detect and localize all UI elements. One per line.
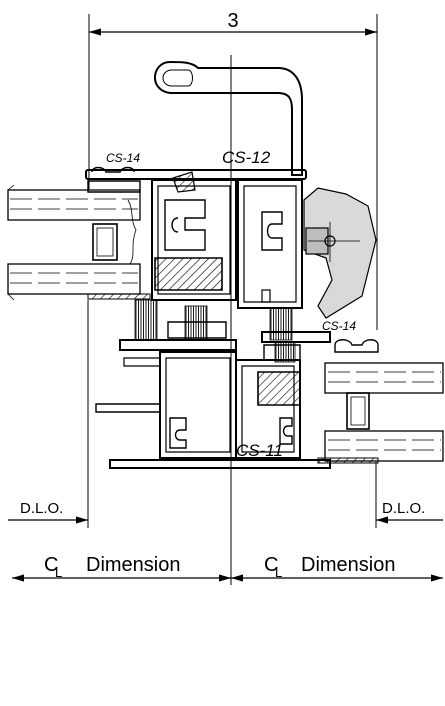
dlo-right-label: D.L.O. bbox=[382, 500, 425, 517]
cl-left-word: Dimension bbox=[86, 554, 180, 576]
right-glass-unit bbox=[324, 362, 444, 462]
left-sill-strip bbox=[87, 293, 151, 300]
cl-right-c: C bbox=[264, 554, 278, 576]
top-dimension-label: 3 bbox=[227, 10, 238, 32]
dlo-left-label: D.L.O. bbox=[20, 500, 63, 517]
cl-right-l: L bbox=[275, 565, 282, 580]
profile-label-cs14-left: CS-14 bbox=[106, 151, 140, 165]
lock-hardware bbox=[303, 187, 377, 319]
cl-left-l: L bbox=[55, 565, 62, 580]
profile-label-cs11: CS-11 bbox=[236, 441, 283, 460]
weatherstrips bbox=[134, 299, 296, 363]
cl-dimension-right: C L Dimension bbox=[231, 554, 443, 582]
handle-profile bbox=[154, 60, 303, 176]
vent-profile-right bbox=[237, 179, 303, 309]
top-dimension: 3 bbox=[88, 10, 378, 330]
frame-profile-lower bbox=[95, 351, 331, 469]
handle-inner bbox=[162, 69, 193, 87]
dlo-right: D.L.O. bbox=[375, 462, 443, 528]
profile-label-cs12: CS-12 bbox=[222, 148, 271, 167]
cl-dimension-left: C L Dimension bbox=[12, 554, 231, 582]
profile-label-cs14-right: CS-14 bbox=[322, 319, 356, 333]
interlock-profile bbox=[119, 321, 379, 361]
cl-left-c: C bbox=[44, 554, 58, 576]
vent-profile-left bbox=[151, 179, 237, 301]
cl-right-word: Dimension bbox=[301, 554, 395, 576]
left-glass-unit bbox=[7, 184, 141, 301]
dlo-left: D.L.O. bbox=[8, 300, 89, 528]
